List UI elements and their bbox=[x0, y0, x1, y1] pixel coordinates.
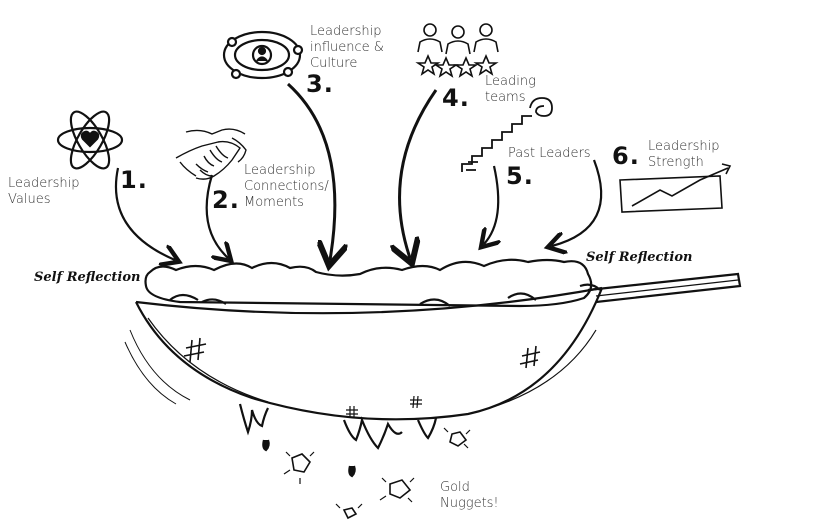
self-reflection-label-left: Self Reflection bbox=[34, 270, 141, 285]
ingredient-number-6: 6. bbox=[612, 142, 640, 170]
growth-chart-icon bbox=[619, 163, 732, 213]
ingredient-label-strength: Leadership Strength bbox=[648, 139, 720, 170]
ingredient-number-3: 3. bbox=[306, 70, 334, 98]
stairs-spiral-icon bbox=[461, 97, 553, 172]
ingredient-label-values: Leadership Values bbox=[8, 176, 80, 207]
ingredient-number-2: 2. bbox=[212, 186, 240, 214]
ingredient-label-past-leaders: Past Leaders bbox=[508, 146, 591, 161]
atom-heart-icon bbox=[56, 110, 124, 170]
sieve-pan-icon bbox=[124, 258, 742, 478]
team-stars-icon bbox=[415, 23, 499, 78]
ingredient-number-1: 1. bbox=[120, 166, 148, 194]
gold-nugget-icon bbox=[283, 427, 471, 520]
ingredient-number-5: 5. bbox=[506, 162, 534, 190]
ingredient-arrows bbox=[114, 82, 603, 260]
self-reflection-label-right: Self Reflection bbox=[586, 250, 693, 265]
handshake-icon bbox=[175, 128, 247, 180]
ingredient-number-4: 4. bbox=[442, 84, 470, 112]
ingredient-label-influence: Leadership influence & Culture bbox=[310, 24, 384, 71]
orbit-person-icon bbox=[222, 30, 304, 80]
ingredient-label-teams: Leading teams bbox=[485, 74, 536, 105]
ingredient-label-connections: Leadership Connections/ Moments bbox=[244, 163, 329, 210]
gold-nuggets-label: Gold Nuggets! bbox=[440, 480, 499, 511]
